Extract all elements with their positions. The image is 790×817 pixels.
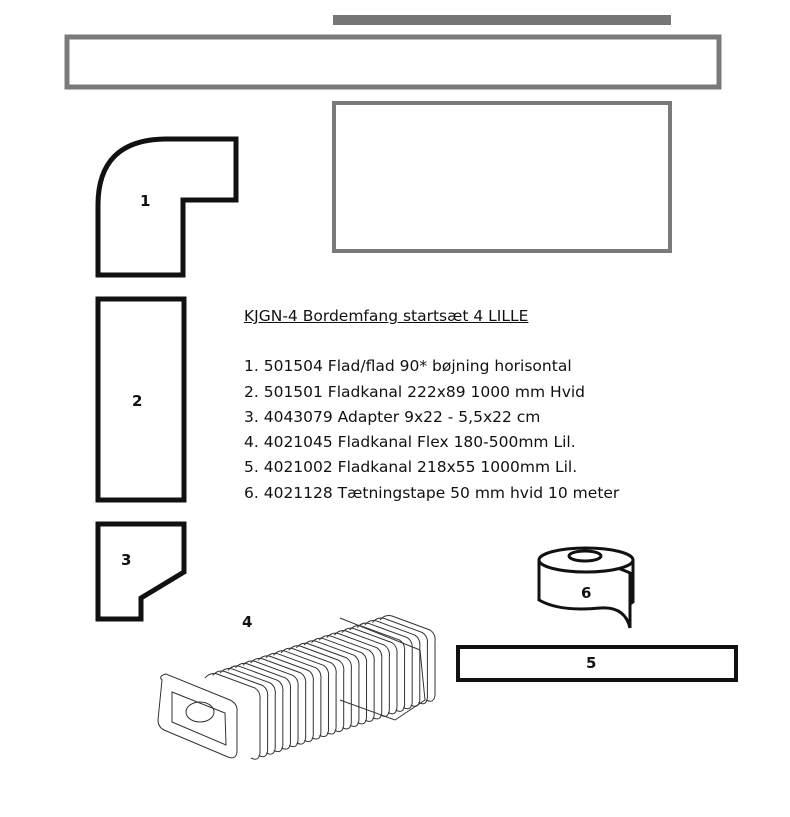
part-5-duct (456, 645, 738, 682)
legend-item: 6. 4021128 Tætningstape 50 mm hvid 10 me… (244, 483, 620, 502)
flex-rib (372, 617, 429, 705)
flex-rib (227, 665, 284, 753)
legend-item: 5. 4021002 Fladkanal 218x55 1000mm Lil. (244, 458, 578, 477)
flex-rib (349, 625, 406, 712)
flex-rib (295, 642, 352, 730)
flex-rib (333, 630, 390, 717)
label-1: 1 (140, 192, 151, 210)
legend-item: 1. 501504 Flad/flad 90* bøjning horisont… (244, 357, 572, 376)
flex-rib (273, 650, 330, 737)
flex-rib (326, 632, 383, 720)
flex-inner (185, 701, 215, 723)
flex-back-end (339, 617, 426, 721)
label-2: 2 (132, 392, 143, 410)
flex-rib (356, 622, 413, 710)
flex-rib (212, 670, 269, 758)
flex-rib (257, 655, 314, 743)
gray-frame-wide (64, 34, 722, 90)
flex-rib (235, 662, 292, 750)
legend-title: KJGN-4 Bordemfang startsæt 4 LILLE (244, 307, 529, 325)
flex-rib (265, 652, 322, 740)
flex-rib (250, 657, 307, 745)
part-2-duct (95, 296, 187, 503)
flex-rib (341, 627, 398, 715)
part-4-flex-duct (157, 615, 436, 760)
flex-rib (318, 635, 375, 722)
gray-bar (333, 15, 671, 25)
flex-front-end (157, 673, 238, 759)
flex-rib (242, 660, 299, 748)
flex-rib (288, 645, 345, 732)
gray-frame-box (332, 101, 672, 253)
flex-rib (303, 640, 360, 727)
label-5: 5 (586, 654, 597, 672)
flex-front-opening (171, 691, 227, 746)
flex-rib (311, 637, 368, 725)
flex-rib (219, 667, 276, 755)
label-4: 4 (242, 613, 253, 631)
flex-rib (280, 647, 337, 735)
part-1-elbow (95, 136, 239, 278)
part-6-tape (537, 546, 635, 629)
parts-legend: KJGN-4 Bordemfang startsæt 4 LILLE 1. 50… (244, 304, 619, 506)
legend-item: 4. 4021045 Fladkanal Flex 180-500mm Lil. (244, 433, 576, 452)
legend-item: 3. 4043079 Adapter 9x22 - 5,5x22 cm (244, 407, 541, 426)
label-3: 3 (121, 551, 132, 569)
label-6: 6 (581, 584, 592, 602)
flex-rib (364, 620, 421, 707)
flex-rib (379, 615, 436, 702)
flex-rib (204, 673, 261, 760)
part-3-adapter (95, 521, 187, 622)
legend-item: 2. 501501 Fladkanal 222x89 1000 mm Hvid (244, 382, 586, 401)
